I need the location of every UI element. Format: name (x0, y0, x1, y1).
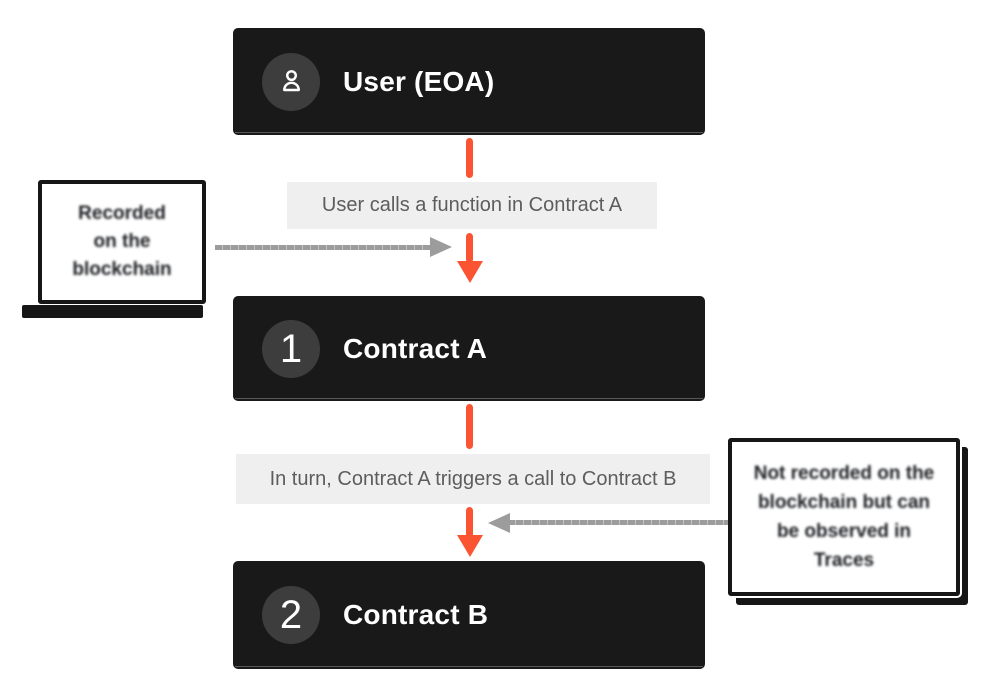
arrow-a-to-b-line-top (466, 404, 473, 449)
user-icon (276, 66, 307, 97)
callout-line: Recorded (78, 203, 166, 224)
gray-arrow-right-head (488, 513, 510, 533)
callout-recorded-on-chain: Recorded on the blockchain (22, 180, 206, 318)
node-contract-b: 2 Contract B (233, 561, 705, 669)
callout-recorded-text: Recorded on the blockchain (72, 200, 171, 284)
arrow-a-to-b-head (457, 535, 483, 557)
node-contract-a: 1 Contract A (233, 296, 705, 401)
node-user-label: User (EOA) (343, 65, 495, 97)
gray-arrow-left-line (215, 245, 433, 250)
node-user-eoa: User (EOA) (233, 28, 705, 135)
callout-line: Not recorded on the (753, 463, 935, 484)
node-contract-b-label: Contract B (343, 599, 489, 630)
callout-traces-text: Not recorded on the blockchain but can b… (754, 459, 935, 575)
callout-line: be observed in (776, 521, 912, 542)
arrow-user-to-a-line-top (466, 138, 473, 178)
callout-line: blockchain but can (757, 492, 931, 513)
edge-label-a-triggers-b: In turn, Contract A triggers a call to C… (236, 454, 710, 504)
contract-a-number-badge: 1 (262, 319, 320, 378)
arrow-user-to-a-head (457, 261, 483, 283)
edge-label-user-calls-a: User calls a function in Contract A (287, 182, 657, 229)
contract-b-number-badge: 2 (262, 586, 320, 644)
gray-arrow-right-line (508, 520, 728, 525)
callout-line: on the (93, 231, 151, 252)
arrow-user-to-a-line-bottom (466, 233, 473, 263)
node-contract-a-label: Contract A (343, 332, 488, 364)
arrow-a-to-b-line-bottom (466, 507, 473, 538)
user-avatar (262, 52, 320, 111)
callout-line: Traces (813, 550, 875, 571)
callout-line: blockchain (72, 259, 172, 280)
gray-arrow-left-head (430, 237, 452, 257)
callout-not-recorded-traces: Not recorded on the blockchain but can b… (728, 438, 960, 596)
